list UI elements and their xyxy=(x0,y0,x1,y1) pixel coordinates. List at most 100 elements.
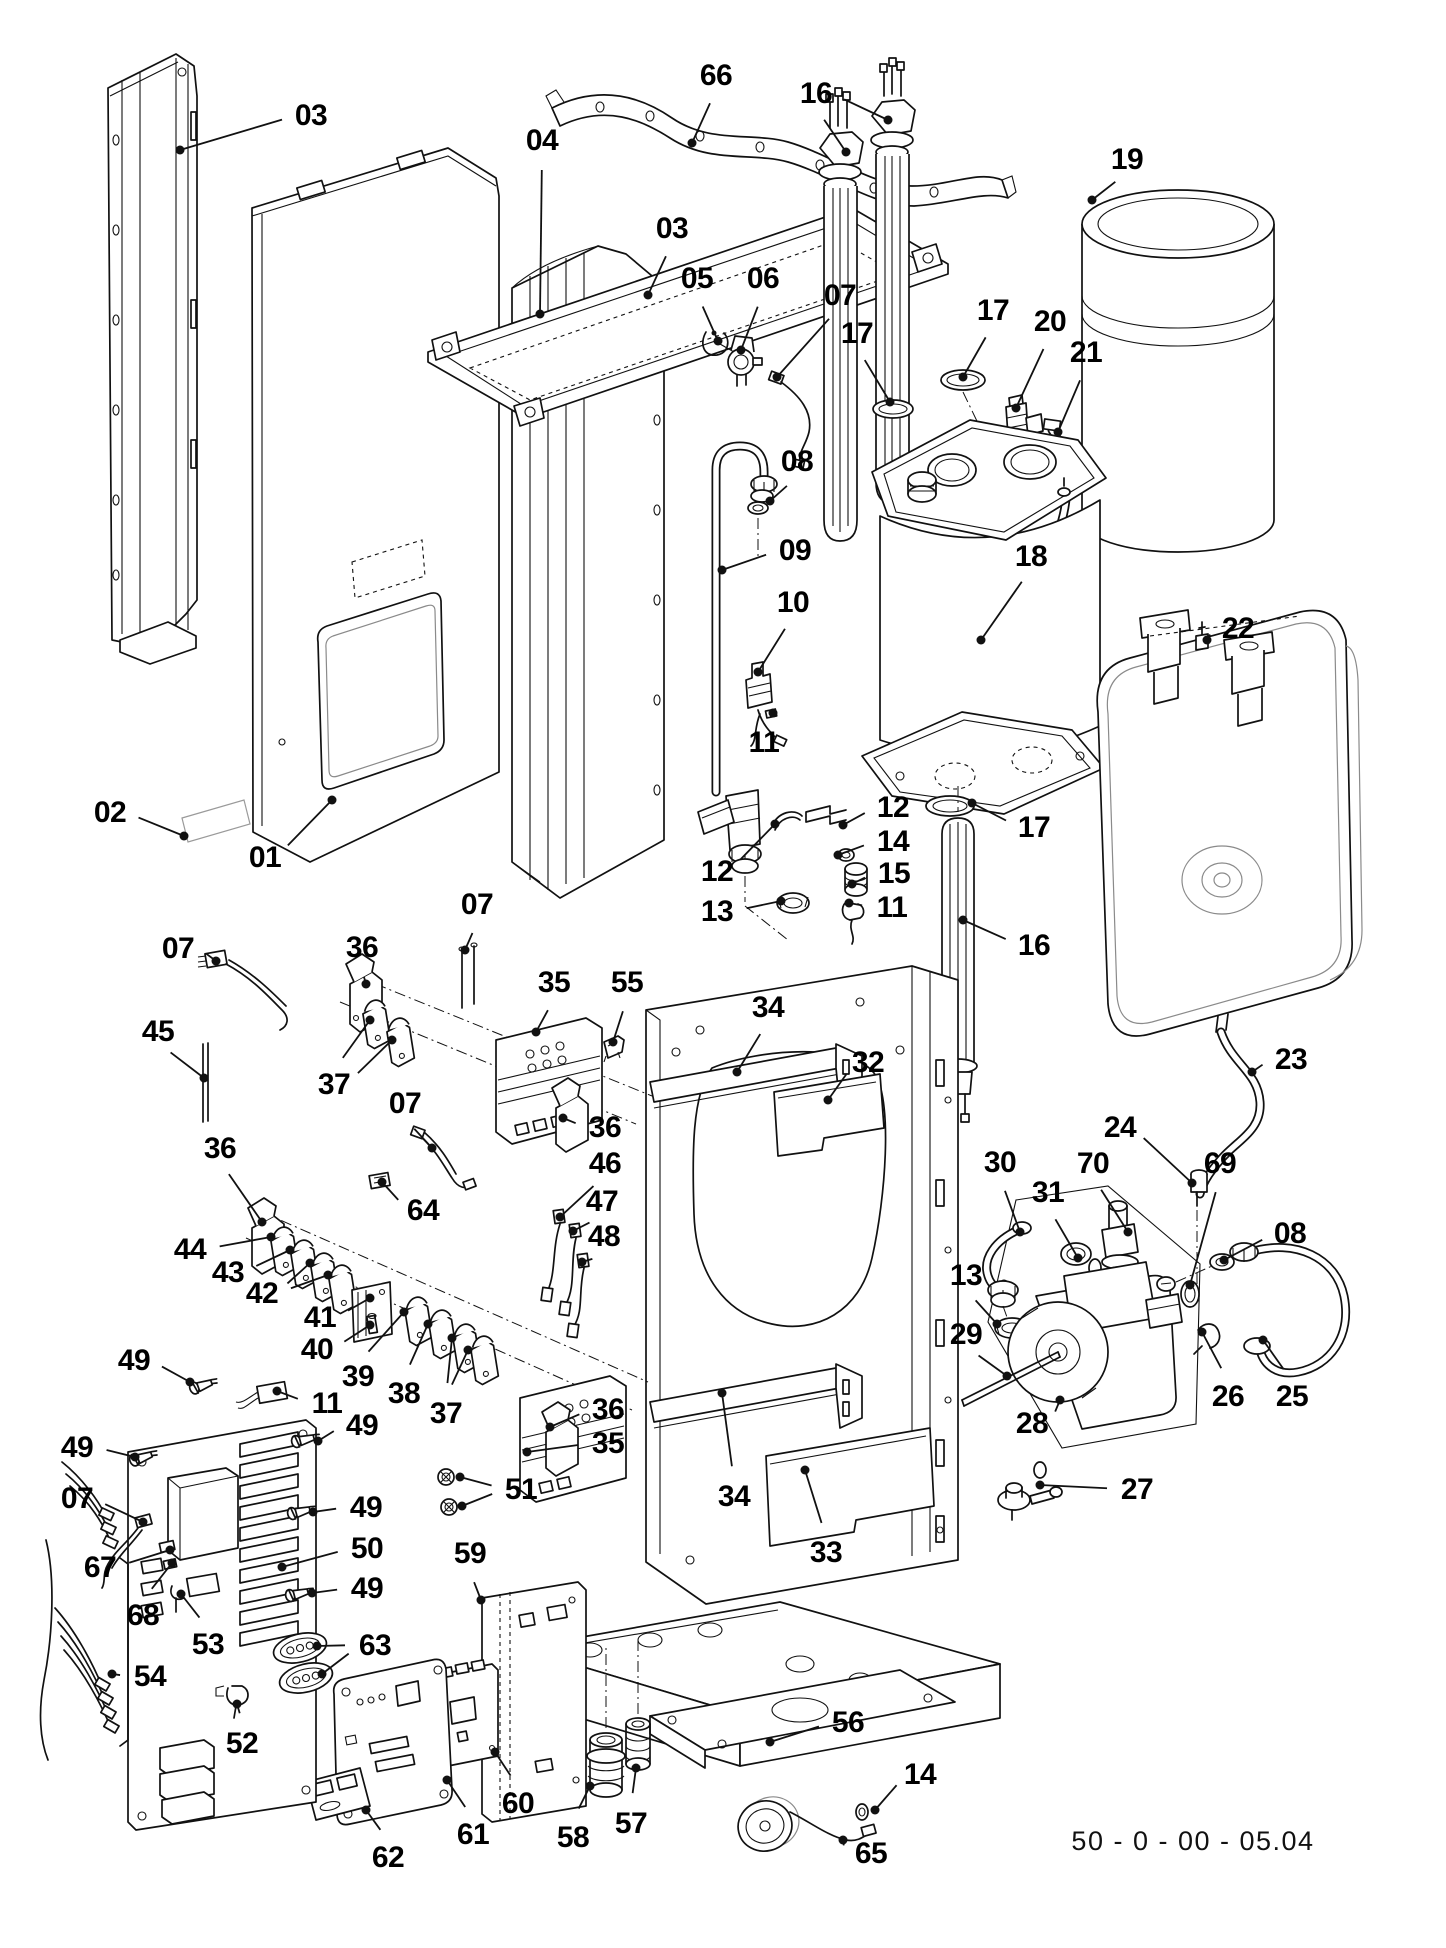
cable-bushing-58 xyxy=(586,1646,626,1798)
pressure-gauge-65 xyxy=(737,1796,877,1852)
svg-text:08: 08 xyxy=(781,445,813,478)
callout-10-15: 10 xyxy=(753,586,810,677)
svg-text:24: 24 xyxy=(1104,1111,1137,1144)
svg-text:07: 07 xyxy=(461,888,493,921)
svg-text:07: 07 xyxy=(162,932,194,965)
callout-51-74: 51 xyxy=(455,1472,538,1511)
callout-46-49: 46 xyxy=(555,1147,622,1222)
svg-text:02: 02 xyxy=(94,796,126,829)
electrical-row-upper xyxy=(197,942,653,1191)
callout-07-30: 07 xyxy=(162,932,221,966)
insulation-jacket xyxy=(1081,189,1275,553)
callout-49-70: 49 xyxy=(313,1409,379,1446)
svg-text:05: 05 xyxy=(681,262,713,295)
callout-36-31: 36 xyxy=(346,931,379,989)
svg-text:03: 03 xyxy=(295,99,327,132)
svg-text:63: 63 xyxy=(359,1629,391,1662)
callout-49-68: 49 xyxy=(118,1344,195,1387)
wires-46-47-48 xyxy=(540,1208,590,1339)
callout-34-75: 34 xyxy=(717,1388,751,1513)
heating-element-a xyxy=(818,87,864,542)
svg-text:46: 46 xyxy=(589,1147,621,1180)
svg-text:25: 25 xyxy=(1276,1380,1308,1413)
callout-63-82: 63 xyxy=(312,1629,392,1679)
callout-32-35: 32 xyxy=(823,1046,885,1105)
callout-02-19: 02 xyxy=(94,796,189,841)
circulation-pump xyxy=(1007,1261,1183,1430)
callout-11-24: 11 xyxy=(844,891,908,924)
svg-text:56: 56 xyxy=(832,1706,864,1739)
flow-pipe-25 xyxy=(1229,1242,1351,1378)
callout-08-46: 08 xyxy=(1219,1217,1307,1265)
callout-69-43: 69 xyxy=(1185,1147,1237,1290)
callout-40-56: 40 xyxy=(301,1320,375,1366)
callout-14-22: 14 xyxy=(833,825,910,860)
callout-20-11: 20 xyxy=(1011,305,1067,413)
oring-08-top xyxy=(747,501,769,560)
callout-18-16: 18 xyxy=(976,540,1048,645)
callout-03-0: 03 xyxy=(175,99,328,155)
callout-21-12: 21 xyxy=(1053,336,1103,437)
svg-text:43: 43 xyxy=(212,1256,244,1289)
svg-text:62: 62 xyxy=(372,1841,404,1874)
flow-switch-10 xyxy=(745,661,773,709)
callout-36-66: 36 xyxy=(545,1393,625,1432)
callout-49-73: 49 xyxy=(308,1491,383,1524)
svg-text:20: 20 xyxy=(1034,305,1066,338)
callout-45-37: 45 xyxy=(142,1015,209,1083)
callout-12-21: 12 xyxy=(838,791,910,830)
callout-36-40: 36 xyxy=(558,1111,622,1144)
svg-text:01: 01 xyxy=(249,841,281,874)
callout-70-42: 70 xyxy=(1077,1147,1133,1237)
svg-text:27: 27 xyxy=(1121,1473,1153,1506)
svg-text:12: 12 xyxy=(877,791,909,824)
callout-59-83: 59 xyxy=(454,1537,487,1605)
svg-text:34: 34 xyxy=(752,991,785,1024)
button-plate-62 xyxy=(305,1767,371,1821)
callout-53-81: 53 xyxy=(176,1589,225,1661)
return-pipe-30 xyxy=(982,1221,1032,1321)
svg-text:51: 51 xyxy=(505,1473,537,1506)
svg-text:49: 49 xyxy=(350,1491,382,1524)
callout-61-87: 61 xyxy=(442,1775,490,1851)
callout-13-60: 13 xyxy=(950,1259,1002,1329)
callout-15-23: 15 xyxy=(847,857,911,890)
front-panel xyxy=(251,147,500,863)
callout-13-26: 13 xyxy=(701,895,786,928)
svg-text:40: 40 xyxy=(301,1333,333,1366)
svg-text:35: 35 xyxy=(592,1427,624,1460)
svg-text:54: 54 xyxy=(134,1660,167,1693)
callout-38-58: 38 xyxy=(388,1319,433,1410)
hose-fitting-24 xyxy=(1190,1169,1208,1286)
callout-58-89: 58 xyxy=(557,1781,595,1854)
svg-text:16: 16 xyxy=(1018,929,1050,962)
svg-text:14: 14 xyxy=(877,825,910,858)
callout-43-53: 43 xyxy=(212,1245,295,1289)
screws-49 xyxy=(128,1378,321,1603)
svg-text:31: 31 xyxy=(1032,1176,1064,1209)
thermostat-06 xyxy=(727,335,763,387)
sensor-wire-07 xyxy=(767,370,811,470)
svg-text:69: 69 xyxy=(1204,1147,1236,1180)
svg-text:65: 65 xyxy=(855,1837,887,1870)
svg-text:03: 03 xyxy=(656,212,688,245)
svg-text:18: 18 xyxy=(1015,540,1047,573)
svg-text:57: 57 xyxy=(615,1807,647,1840)
callout-41-55: 41 xyxy=(304,1293,375,1334)
callout-23-36: 23 xyxy=(1247,1043,1308,1077)
pump-group-outline xyxy=(987,1185,1201,1449)
svg-text:35: 35 xyxy=(538,966,570,999)
svg-text:70: 70 xyxy=(1077,1147,1109,1180)
svg-text:23: 23 xyxy=(1275,1043,1307,1076)
callout-17-9: 17 xyxy=(841,317,895,407)
svg-text:45: 45 xyxy=(142,1015,174,1048)
front-panel-label-sticker xyxy=(181,799,251,843)
callout-16-3: 16 xyxy=(800,77,893,157)
callout-11-69: 11 xyxy=(272,1386,343,1420)
callout-62-93: 62 xyxy=(361,1805,405,1874)
callout-39-57: 39 xyxy=(342,1307,409,1393)
callout-55-33: 55 xyxy=(608,966,644,1047)
